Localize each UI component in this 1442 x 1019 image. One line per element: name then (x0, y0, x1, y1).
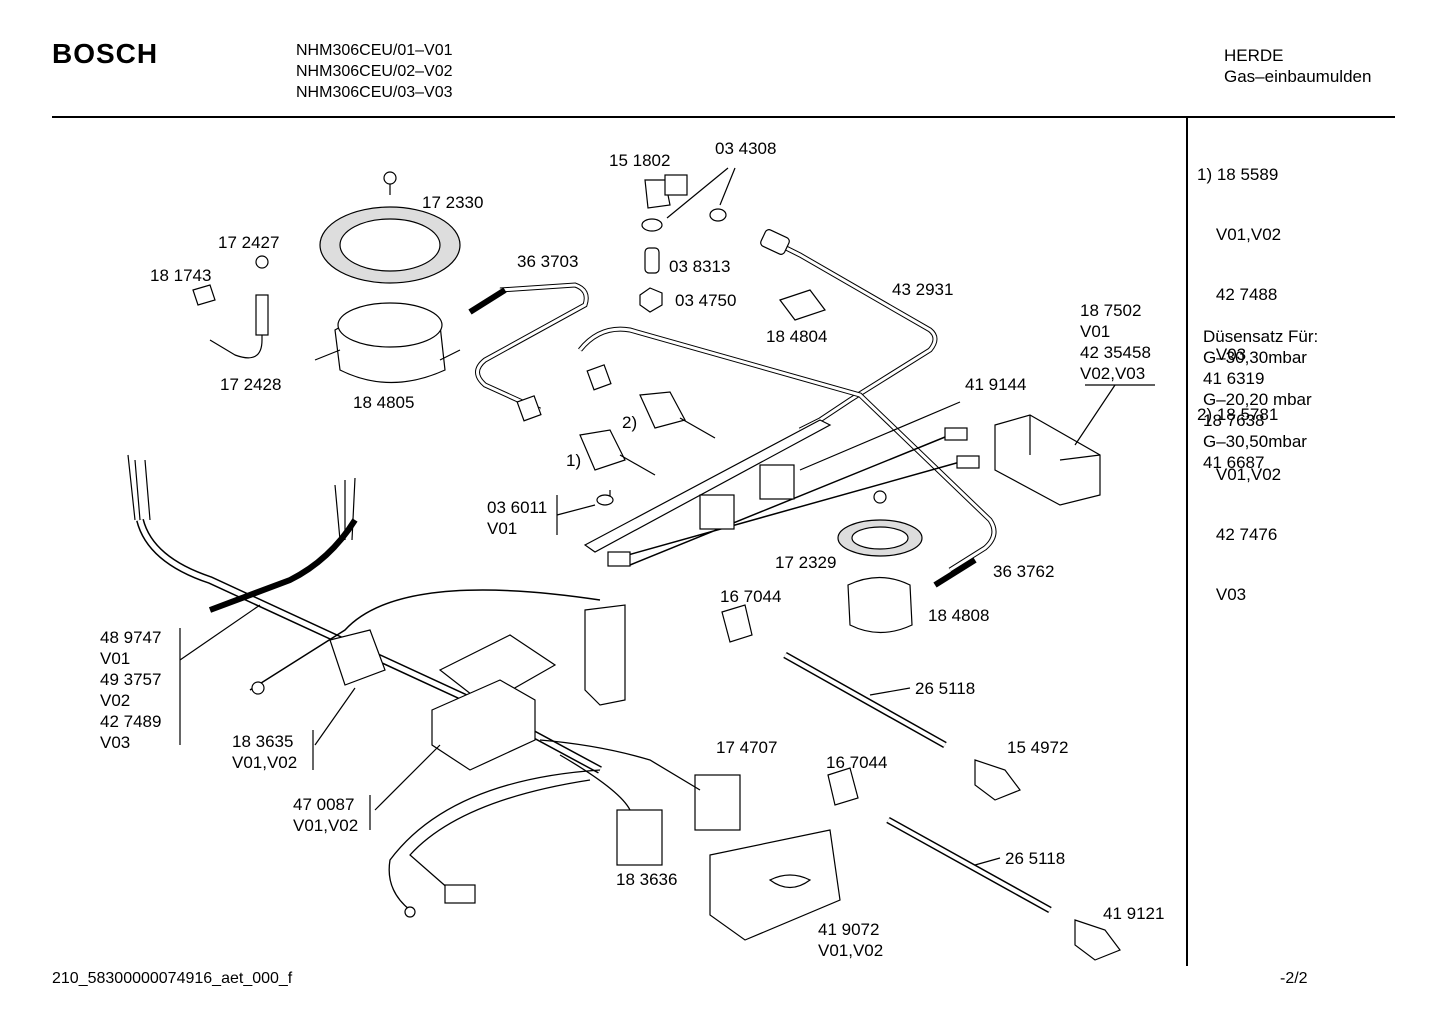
gas-pipe-363703 (475, 282, 589, 413)
part-label: 18 3636 (616, 870, 678, 889)
header-divider (52, 116, 1395, 118)
energy-regulator-183636 (616, 809, 663, 866)
nozzle-line: 18 7638 (1203, 411, 1265, 430)
note-line: V03 (1197, 585, 1247, 604)
clamp-183635 (329, 629, 386, 686)
document-id: 210_58300000074916_aet_000_f (52, 970, 293, 987)
model-line: NHM306CEU/03–V03 (296, 84, 453, 101)
variant-notes: 1) 18 5589 V01,V02 42 7488 V03 2) 18 578… (1197, 125, 1281, 625)
part-label: 26 5118 (1005, 849, 1066, 868)
mounting-bracket-419072 (709, 829, 841, 941)
ignition-wire-419144 (609, 434, 961, 566)
note-line: V01,V02 (1197, 225, 1282, 244)
nozzle-line: 41 6319 (1203, 369, 1265, 388)
part-label: 17 2427 (218, 233, 280, 252)
part-label: 41 9121 (1103, 904, 1165, 923)
thermo-plug-154972 (974, 759, 1021, 801)
note-line: 42 7488 (1197, 285, 1278, 304)
model-line: NHM306CEU/02–V02 (296, 63, 453, 80)
part-label: 43 2931 (892, 280, 954, 299)
part-label: 15 1802 (609, 151, 671, 170)
thermo-plug-419121 (1074, 919, 1121, 961)
part-label: 15 4972 (1007, 738, 1069, 757)
product-category: HERDE Gas–einbaumulden (1224, 45, 1371, 87)
part-label: 18 4805 (353, 393, 415, 412)
ignition-rail (583, 419, 832, 553)
part-label: 03 6011 V01 (487, 498, 548, 538)
part-label: 47 0087 V01,V02 (293, 795, 359, 835)
part-label: 17 2329 (775, 553, 837, 572)
note-line: 1) 18 5589 (1197, 165, 1279, 184)
brand-logo: BOSCH (52, 38, 159, 69)
part-label: 36 3703 (517, 252, 579, 271)
part-label: 18 1743 (150, 266, 212, 285)
part-label: 17 2428 (220, 375, 282, 394)
variant-marker: 2) (622, 413, 638, 432)
part-label: 03 4750 (675, 291, 737, 310)
nozzle-line: G–30,30mbar (1203, 348, 1307, 367)
note-line: 2) 18 5781 (1197, 405, 1279, 424)
gas-pipe-363762 (578, 326, 997, 573)
note-line: V01,V02 (1197, 465, 1282, 484)
part-label: 36 3762 (993, 562, 1055, 581)
nozzle-set-notes: Düsensatz Für: G–30,30mbar 41 6319 G–20,… (1203, 326, 1318, 473)
variant-marker: 1) (566, 451, 582, 470)
bracket-vertical (584, 604, 626, 706)
part-label: 18 4804 (766, 327, 828, 346)
thermocouple-172428 (209, 300, 263, 359)
part-label: 41 9072 V01,V02 (818, 920, 884, 960)
connector-cable (388, 769, 601, 911)
part-label: 26 5118 (915, 679, 976, 698)
nozzle-167044-a (721, 604, 753, 643)
note-line: 42 7476 (1197, 525, 1278, 544)
part-label: 48 9747 V01 49 3757 V02 42 7489 V03 (100, 628, 162, 752)
nozzle-167044-b (827, 767, 859, 806)
part-label: 41 9144 (965, 375, 1027, 394)
part-label: 03 4308 (715, 139, 777, 158)
elbow-fitting-151802 (644, 179, 671, 209)
nozzle-line: 41 6687 (1203, 453, 1265, 472)
nozzle-line: G–30,50mbar (1203, 432, 1307, 451)
gas-valve-1 (579, 429, 656, 476)
part-label: 18 7502 V01 42 35458 V02,V03 (1080, 301, 1151, 383)
part-label: 16 7044 (720, 587, 782, 606)
burner-cup-184808 (847, 576, 913, 634)
gas-valve-2 (639, 391, 716, 439)
part-label: 03 8313 (669, 257, 731, 276)
part-label: 17 2330 (422, 193, 484, 212)
model-line: NHM306CEU/01–V01 (296, 42, 453, 59)
part-label: 18 3635 V01,V02 (232, 732, 298, 772)
sidebar-divider (1186, 118, 1188, 966)
page-number: -2/2 (1280, 970, 1308, 987)
note-line: V03 (1197, 345, 1247, 364)
model-list: NHM306CEU/01–V01 NHM306CEU/02–V02 NHM306… (296, 40, 453, 103)
part-label: 18 4808 (928, 606, 990, 625)
nozzle-line: G–20,20 mbar (1203, 390, 1312, 409)
energy-regulator-174707 (694, 774, 741, 831)
category-line: Gas–einbaumulden (1224, 67, 1372, 86)
part-label: 17 4707 (716, 738, 778, 757)
nozzle-line: Düsensatz Für: (1203, 327, 1319, 346)
ignition-module-187502 (994, 414, 1101, 506)
category-line: HERDE (1224, 46, 1284, 65)
bracket-184804 (779, 289, 826, 321)
part-label: 16 7044 (826, 753, 888, 772)
